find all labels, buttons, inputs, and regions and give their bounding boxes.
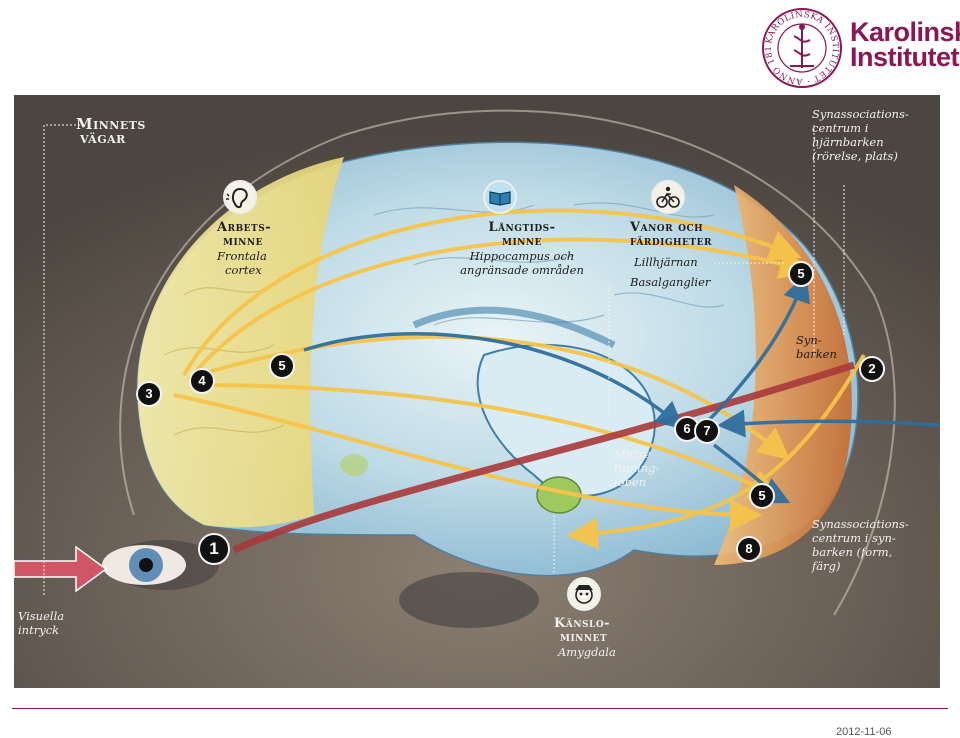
pirate-face-icon [567, 577, 601, 611]
footer-divider [12, 708, 948, 709]
diagram-title: Minnets vägar [76, 115, 146, 147]
marker-5-b: 5 [788, 261, 814, 287]
brain-memory-pathways-figure: Minnets vägar Arbets- minne Frontala cor… [14, 95, 940, 688]
label-kanslominnet: Känslo- minnet Amygdala [554, 616, 616, 660]
marker-5-a: 5 [269, 353, 295, 379]
brain-illustration [14, 95, 940, 688]
label-arbetsminne: Arbets- minne Frontala cortex [217, 220, 272, 278]
logo-line-1: Karolinska [850, 17, 960, 47]
cyclist-icon [651, 180, 685, 214]
label-visuella-intryck: Visuella intryck [18, 609, 65, 637]
karolinska-logo: KAROLINSKA INSTITUTET · ANNO 1810 Karoli… [757, 0, 960, 90]
marker-5-c: 5 [749, 483, 775, 509]
logo-line-2: Institutet [850, 42, 960, 72]
marker-3: 3 [136, 381, 162, 407]
label-mittre-tinningloben: Mittre tinning- loben [614, 447, 660, 489]
label-synbarken: Syn- barken [796, 333, 837, 361]
marker-4: 4 [189, 368, 215, 394]
marker-8: 8 [736, 536, 762, 562]
footer-date: 2012-11-06 [836, 726, 892, 738]
label-synassociation-top: Synassociations- centrum i hjärnbarken (… [812, 107, 909, 163]
label-langtidsminne: Långtids- minne Hippocampus och angränsa… [460, 220, 584, 278]
ki-seal-icon: KAROLINSKA INSTITUTET · ANNO 1810 [757, 0, 842, 88]
marker-2: 2 [859, 356, 885, 382]
marker-7: 7 [694, 418, 720, 444]
marker-1: 1 [198, 533, 230, 565]
label-synassociation-bottom: Synassociations- centrum i syn- barken (… [812, 517, 909, 573]
ear-icon [223, 180, 257, 214]
book-icon [483, 180, 517, 214]
label-vanor: Vanor och färdigheter Lillhjärnan Basalg… [630, 220, 712, 290]
